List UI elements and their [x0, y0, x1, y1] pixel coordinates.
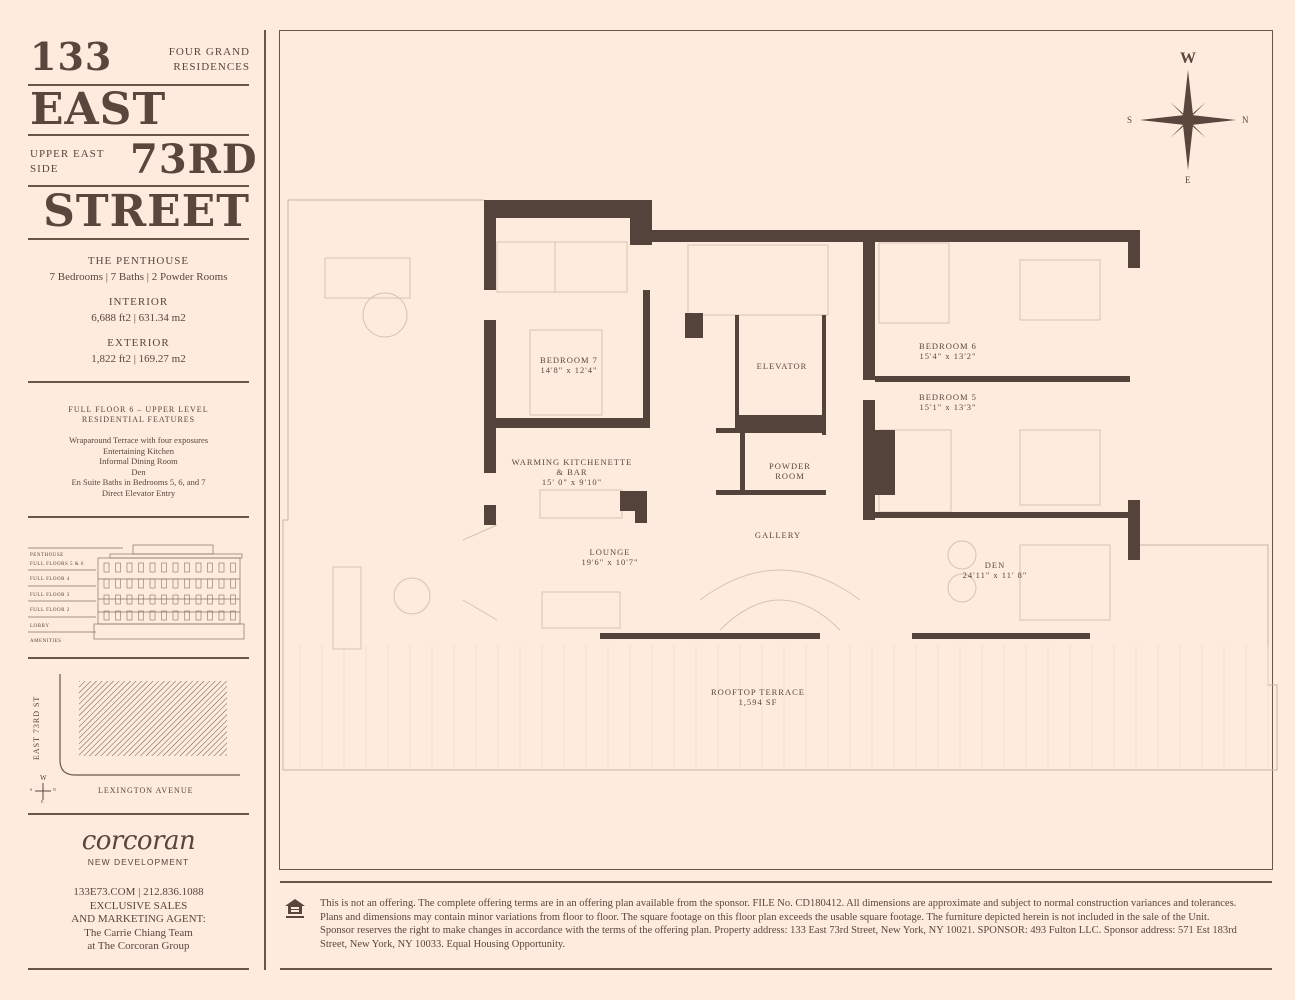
floor-label: FULL FLOOR 4 [30, 577, 70, 582]
exterior-label: EXTERIOR [107, 337, 170, 349]
mini-compass-icon [35, 783, 51, 800]
compass-e: E [1185, 175, 1191, 185]
equal-housing-icon [285, 899, 305, 918]
terrace-outline [282, 199, 1278, 771]
feature-item: Wraparound Terrace with four exposures [68, 435, 209, 445]
exterior-area: 1,822 ft2 | 169.27 m2 [91, 353, 186, 365]
features-list: Wraparound Terrace with four exposures E… [28, 435, 249, 498]
unit-name: THE PENTHOUSE [87, 255, 190, 267]
corcoran-logo: corcoran [81, 826, 196, 856]
legal-disclaimer: This is not an offering. The complete of… [320, 898, 1237, 950]
floor-label: PENTHOUSE [30, 553, 64, 558]
room-elevator[interactable]: ELEVATOR [756, 361, 808, 371]
floor-label: AMENITIES [30, 639, 62, 644]
contact-line: EXCLUSIVE SALES [89, 899, 188, 912]
contact-line: at The Corcoran Group [87, 940, 190, 952]
tagline: FOUR GRAND RESIDENCES [168, 46, 250, 73]
building-site-hatch [79, 681, 227, 756]
column-divider [264, 30, 266, 970]
contact-line: The Carrie Chiang Team [84, 926, 193, 939]
mini-compass-e: E [41, 799, 44, 804]
floor-label: FULL FLOORS 5 & 6 [30, 562, 84, 567]
title-street: STREET [43, 186, 250, 237]
street-curb [59, 674, 240, 776]
title-east: EAST [30, 84, 167, 135]
floor-label: FULL FLOOR 2 [30, 608, 70, 613]
brand-division: NEW DEVELOPMENT [87, 857, 190, 867]
room-gallery: GALLERY [754, 530, 802, 540]
building-elevation-drawing [28, 544, 245, 640]
mini-compass-w: W [40, 774, 47, 782]
compass-w: W [1180, 50, 1196, 67]
feature-item: Informal Dining Room [99, 456, 178, 466]
mini-compass-n: N [53, 787, 56, 792]
footer-bottom-divider [280, 968, 1272, 970]
title-73rd: 73RD [130, 136, 258, 183]
website-phone[interactable]: 133E73.COM | 212.836.1088 [73, 886, 204, 898]
feature-item: Direct Elevator Entry [101, 487, 176, 498]
neighborhood: UPPER EAST SIDE [30, 148, 105, 175]
floor-plan-frame [279, 30, 1273, 870]
mini-compass-s: S [30, 787, 33, 792]
avenue-label: LEXINGTON AVENUE [98, 786, 194, 795]
floor-label: FULL FLOOR 3 [30, 593, 70, 598]
footer-divider [280, 881, 1272, 883]
feature-item: Den [131, 466, 146, 477]
compass-n: N [1242, 115, 1249, 125]
interior-label: INTERIOR [108, 296, 169, 308]
interior-area: 6,688 ft2 | 631.34 m2 [91, 312, 186, 324]
floor-label: LOBBY [30, 624, 50, 629]
site-map [35, 674, 240, 800]
contact-line: AND MARKETING AGENT: [71, 913, 206, 925]
unit-rooms: 7 Bedrooms | 7 Baths | 2 Powder Rooms [49, 271, 228, 283]
feature-item: Entertaining Kitchen [102, 445, 175, 456]
compass-s: S [1127, 115, 1133, 125]
walls [484, 200, 1140, 639]
features-title: FULL FLOOR 6 – UPPER LEVEL [68, 405, 209, 414]
compass-rose-icon [1140, 70, 1236, 170]
feature-item: En Suite Baths in Bedrooms 5, 6, and 7 [71, 477, 206, 487]
contact-block: 133E73.COM | 212.836.1088 EXCLUSIVE SALE… [28, 886, 249, 954]
building-number: 133 [30, 34, 113, 79]
features-subtitle: RESIDENTIAL FEATURES [81, 415, 196, 424]
floor-plan [282, 199, 1278, 771]
